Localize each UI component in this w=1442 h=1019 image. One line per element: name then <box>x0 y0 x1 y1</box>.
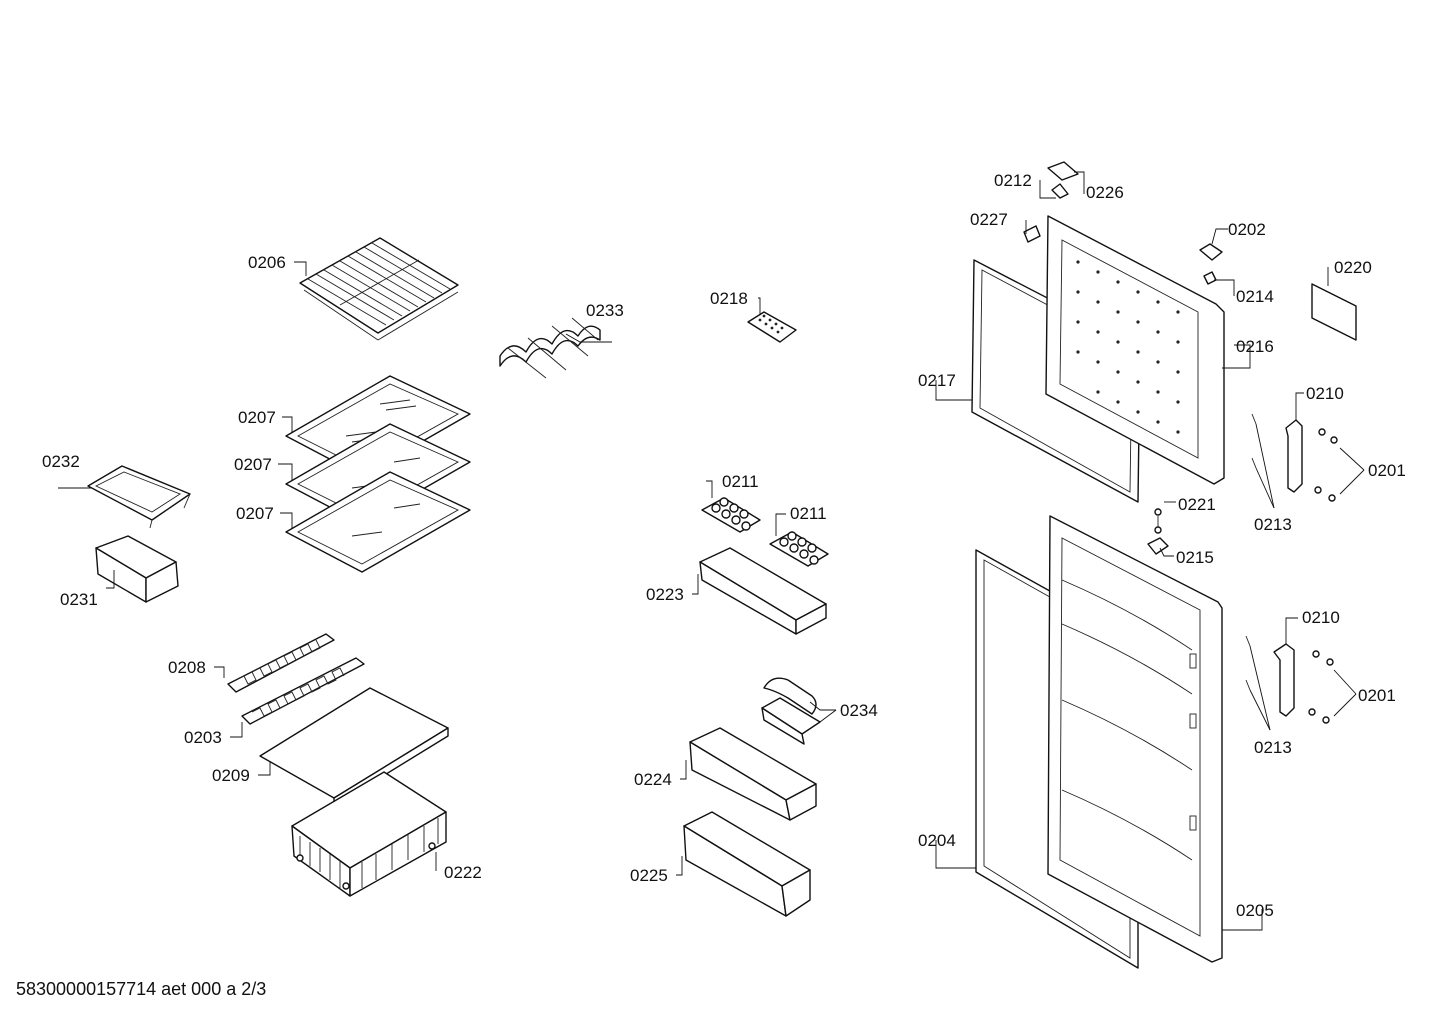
label-0223: 0223 <box>646 585 684 604</box>
label-0211-b: 0211 <box>790 504 827 523</box>
drawer-box-part <box>95 535 179 603</box>
crisper-strip-2-part <box>241 657 365 725</box>
egg-tray-part-2 <box>769 531 829 567</box>
label-0209: 0209 <box>212 766 250 785</box>
hinge-pin-part <box>1147 508 1169 555</box>
screw-set-lower <box>1245 635 1334 724</box>
label-0231: 0231 <box>60 590 98 609</box>
bottle-shelf-part-1 <box>689 727 817 821</box>
drawing-number: 58300000157714 aet 000 a 2/3 <box>16 979 267 999</box>
label-0206: 0206 <box>248 253 286 272</box>
ice-tray-part <box>747 311 797 343</box>
label-0232: 0232 <box>42 452 80 471</box>
label-0218: 0218 <box>710 289 748 308</box>
clip-part <box>1023 225 1041 243</box>
label-0203: 0203 <box>184 728 222 747</box>
crisper-cover-part <box>259 687 449 807</box>
wire-rack-part <box>299 237 459 341</box>
upper-door-part <box>1045 215 1225 485</box>
upper-handle-part <box>1285 419 1303 493</box>
bottle-shelf-part-2 <box>683 811 811 917</box>
label-0202: 0202 <box>1228 220 1266 239</box>
crisper-drawer-part <box>291 771 447 897</box>
label-0233: 0233 <box>586 301 624 320</box>
hinge-cap-part <box>1199 243 1223 285</box>
label-0226: 0226 <box>1086 183 1124 202</box>
label-0214: 0214 <box>1236 287 1274 306</box>
label-0210-a: 0210 <box>1306 384 1344 403</box>
door-shelf-part <box>699 547 827 635</box>
butter-dish-part <box>761 677 821 745</box>
label-0204: 0204 <box>918 831 956 850</box>
label-0201-b: 0201 <box>1358 686 1396 705</box>
crisper-strip-part <box>227 633 335 693</box>
label-0213-a: 0213 <box>1254 515 1292 534</box>
label-0215: 0215 <box>1176 548 1214 567</box>
label-0208: 0208 <box>168 658 206 677</box>
label-0205: 0205 <box>1236 901 1274 920</box>
screw-set-upper <box>1251 413 1338 502</box>
lower-handle-part <box>1273 643 1295 717</box>
label-0221: 0221 <box>1178 495 1216 514</box>
hinge-cover-part <box>1047 161 1079 199</box>
label-0224: 0224 <box>634 770 672 789</box>
bottle-rack-part <box>499 317 601 379</box>
label-0210-b: 0210 <box>1302 608 1340 627</box>
label-card-part <box>1311 283 1357 341</box>
label-0212: 0212 <box>994 171 1032 190</box>
label-0213-b: 0213 <box>1254 738 1292 757</box>
label-0225: 0225 <box>630 866 668 885</box>
label-0234: 0234 <box>840 701 878 720</box>
lower-door-part <box>1047 515 1223 963</box>
egg-tray-part-1 <box>701 497 761 533</box>
label-0217: 0217 <box>918 371 956 390</box>
glass-shelf-part-3 <box>285 471 471 573</box>
label-0216: 0216 <box>1236 337 1274 356</box>
leader-lines <box>58 171 1365 931</box>
label-0201-a: 0201 <box>1368 461 1406 480</box>
label-0207-a: 0207 <box>238 408 276 427</box>
part-labels: 0206 0233 0207 0207 0207 0232 0231 0208 … <box>42 171 1406 920</box>
label-0220: 0220 <box>1334 258 1372 277</box>
label-0207-b: 0207 <box>234 455 272 474</box>
small-shelf-part <box>87 465 191 529</box>
label-0207-c: 0207 <box>236 504 274 523</box>
label-0222: 0222 <box>444 863 482 882</box>
label-0227: 0227 <box>970 210 1008 229</box>
label-0211-a: 0211 <box>722 472 759 491</box>
